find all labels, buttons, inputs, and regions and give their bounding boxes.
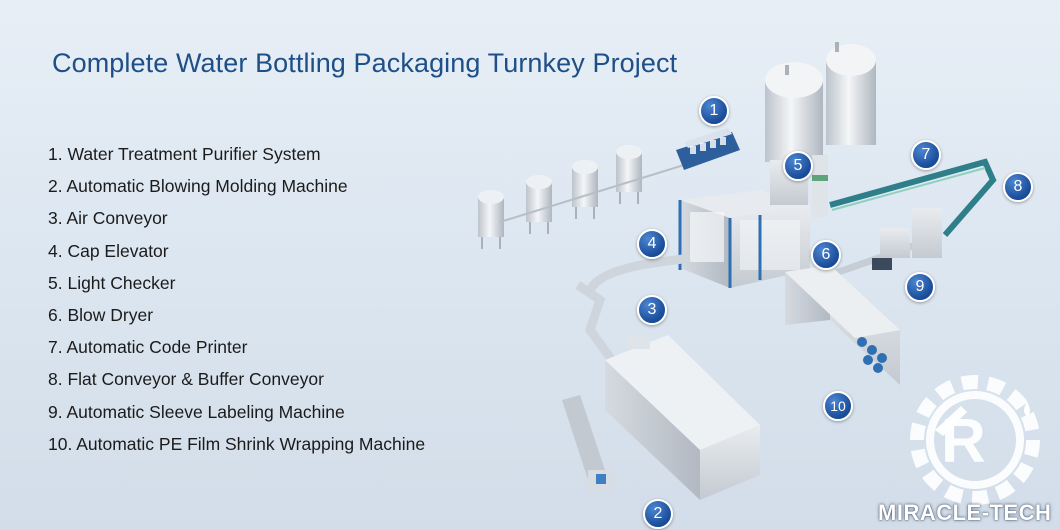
large-storage-tanks — [765, 42, 876, 162]
badge-6: 6 — [811, 240, 841, 270]
gear-logo-icon: R — [910, 375, 1040, 505]
badge-1: 1 — [699, 96, 729, 126]
brand-name: MIRACLE-TECH — [878, 500, 1052, 525]
list-item: 9. Automatic Sleeve Labeling Machine — [48, 401, 345, 422]
blow-molding-machine — [562, 335, 760, 500]
badge-7: 7 — [911, 140, 941, 170]
equipment-list: 1. Water Treatment Purifier System 2. Au… — [48, 140, 425, 462]
badge-9: 9 — [905, 272, 935, 302]
badge-3: 3 — [637, 295, 667, 325]
list-item: 4. Cap Elevator — [48, 240, 169, 261]
list-item: 2. Automatic Blowing Molding Machine — [48, 176, 348, 197]
badge-2: 2 — [643, 499, 673, 529]
list-item: 3. Air Conveyor — [48, 208, 168, 229]
badge-5: 5 — [783, 151, 813, 181]
storage-tank-row — [478, 145, 701, 249]
page-title: Complete Water Bottling Packaging Turnke… — [52, 48, 678, 78]
purifier-unit — [676, 128, 740, 170]
shrink-wrap-machine — [785, 265, 900, 385]
badge-10: 10 — [823, 391, 853, 421]
badge-4: 4 — [637, 229, 667, 259]
list-item: 5. Light Checker — [48, 272, 176, 293]
badge-8: 8 — [1003, 172, 1033, 202]
list-item: 7. Automatic Code Printer — [48, 337, 248, 358]
svg-text:R: R — [941, 407, 986, 476]
list-item: 10. Automatic PE Film Shrink Wrapping Ma… — [48, 433, 426, 454]
list-item: 1. Water Treatment Purifier System — [48, 144, 321, 164]
sleeve-labeling-machine — [872, 208, 942, 270]
list-item: 6. Blow Dryer — [48, 304, 154, 325]
list-item: 8. Flat Conveyor & Buffer Conveyor — [48, 369, 324, 390]
